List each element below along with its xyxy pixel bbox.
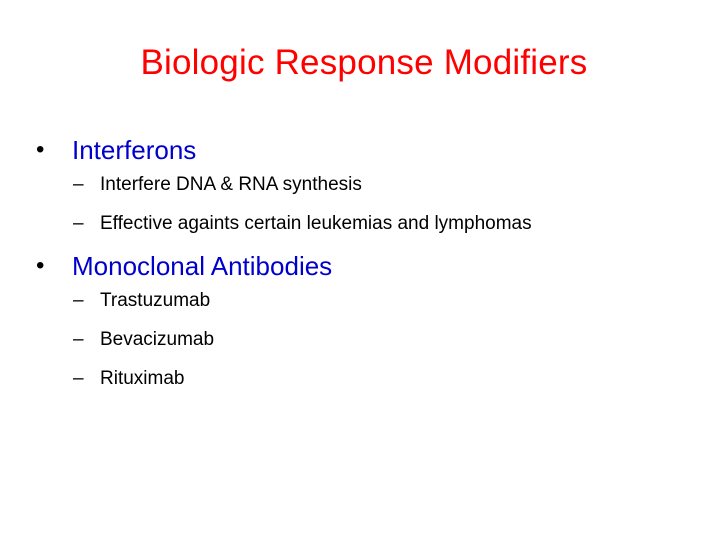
sub-bullet-text: Interfere DNA & RNA synthesis	[100, 174, 362, 195]
sub-bullet-item: – Rituximab	[36, 366, 696, 392]
dash-icon: –	[73, 368, 84, 389]
sub-bullet-list: – Trastuzumab – Bevacizumab – Rituximab	[36, 288, 696, 392]
sub-bullet-item: – Interfere DNA & RNA synthesis	[36, 172, 696, 198]
sub-bullet-text: Bevacizumab	[100, 329, 215, 350]
dash-icon: –	[73, 329, 84, 350]
dash-icon: –	[73, 290, 84, 311]
bullet-heading-monoclonal-antibodies: • Monoclonal Antibodies	[36, 250, 696, 282]
heading-text: Interferons	[72, 135, 197, 165]
bullet-icon: •	[36, 252, 45, 279]
dash-icon: –	[73, 213, 84, 234]
slide-content: • Interferons – Interfere DNA & RNA synt…	[36, 134, 696, 405]
slide-title: Biologic Response Modifiers	[140, 43, 588, 82]
sub-bullet-text: Rituximab	[100, 368, 185, 389]
sub-bullet-item: – Trastuzumab	[36, 288, 696, 314]
sub-bullet-text: Trastuzumab	[100, 290, 211, 311]
bullet-icon: •	[36, 136, 45, 163]
bullet-heading-interferons: • Interferons	[36, 134, 696, 166]
dash-icon: –	[73, 174, 84, 195]
sub-bullet-item: – Bevacizumab	[36, 327, 696, 353]
sub-bullet-list: – Interfere DNA & RNA synthesis – Effect…	[36, 172, 696, 237]
sub-bullet-text: Effective againts certain leukemias and …	[100, 213, 532, 234]
heading-text: Monoclonal Antibodies	[72, 251, 333, 281]
sub-bullet-item: – Effective againts certain leukemias an…	[36, 211, 540, 237]
